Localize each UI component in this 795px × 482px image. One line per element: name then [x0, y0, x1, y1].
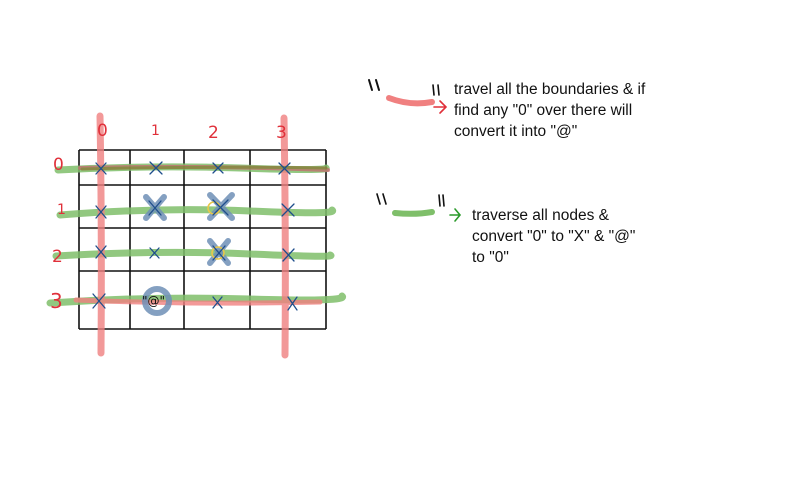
boundary-note-line-3: convert it into "@" [454, 123, 578, 140]
legend-open-quote-icon-2 [376, 193, 387, 205]
boundary-stroke-col-3 [280, 114, 289, 359]
boundary-overlap-row-0 [80, 165, 328, 171]
legend-boundary [368, 79, 448, 114]
x-mark-3-0 [92, 293, 106, 309]
x-mark-2-0 [95, 245, 107, 259]
traverse-note-line-2: convert "0" to "X" & "@" [472, 228, 636, 245]
col-label-1: 1 [151, 123, 160, 139]
legend-close-quote-icon [432, 84, 440, 96]
col-label-2: 2 [208, 123, 219, 143]
x-mark-2-3 [282, 248, 295, 262]
boundary-stroke-col-0 [96, 112, 105, 357]
highlight-ring-cell-3-1 [142, 286, 172, 316]
col-label-3: 3 [276, 123, 287, 143]
red-arrow-icon [433, 100, 448, 114]
x-mark-2-2 [212, 245, 226, 261]
traverse-stroke-row-1 [56, 206, 337, 219]
x-mark-0-0 [95, 162, 107, 175]
legend-open-quote-icon [368, 79, 380, 91]
traverse-stroke-row-2 [52, 248, 335, 260]
traverse-note: traverse all nodes & convert "0" to "X" … [472, 205, 635, 268]
boundary-note: travel all the boundaries & if find any … [454, 79, 645, 142]
x-marks [92, 161, 298, 311]
x-mark-0-3 [278, 162, 291, 175]
col-label-0: 0 [97, 121, 108, 141]
boundary-stroke-row-3 [73, 297, 323, 306]
row-label-3: 3 [50, 289, 63, 313]
traverse-note-line-3: to "0" [472, 249, 509, 266]
x-mark-1-3 [281, 203, 295, 217]
x-mark-1-0 [95, 205, 107, 219]
boundary-note-line-2: find any "0" over there will [454, 102, 633, 119]
boundary-strokes [73, 112, 330, 359]
x-mark-1-1 [148, 200, 162, 216]
row-label-1: 1 [57, 202, 66, 218]
x-mark-3-2 [212, 296, 223, 309]
legend-close-quote-icon-2 [438, 194, 445, 207]
x-mark-3-3 [287, 296, 298, 311]
legend-traverse [376, 193, 462, 222]
traverse-strokes [46, 163, 347, 307]
axis-labels: 0 1 2 3 0 1 2 3 [50, 121, 287, 313]
row-label-2: 2 [52, 247, 63, 267]
cell-3-1-value: "@" [142, 294, 165, 308]
yellow-ring-cell-2-2 [211, 246, 225, 260]
x-mark-2-1 [149, 247, 160, 259]
traverse-note-line-1: traverse all nodes & [472, 207, 609, 224]
legend-green-stroke [392, 209, 435, 217]
boundary-note-line-1: travel all the boundaries & if [454, 81, 646, 98]
x-mark-0-1 [149, 161, 163, 175]
green-arrow-icon [449, 208, 462, 222]
row-label-0: 0 [53, 155, 64, 175]
x-mark-0-2 [212, 162, 224, 174]
x-mark-1-2 [212, 199, 229, 216]
legend-red-stroke [386, 95, 435, 107]
